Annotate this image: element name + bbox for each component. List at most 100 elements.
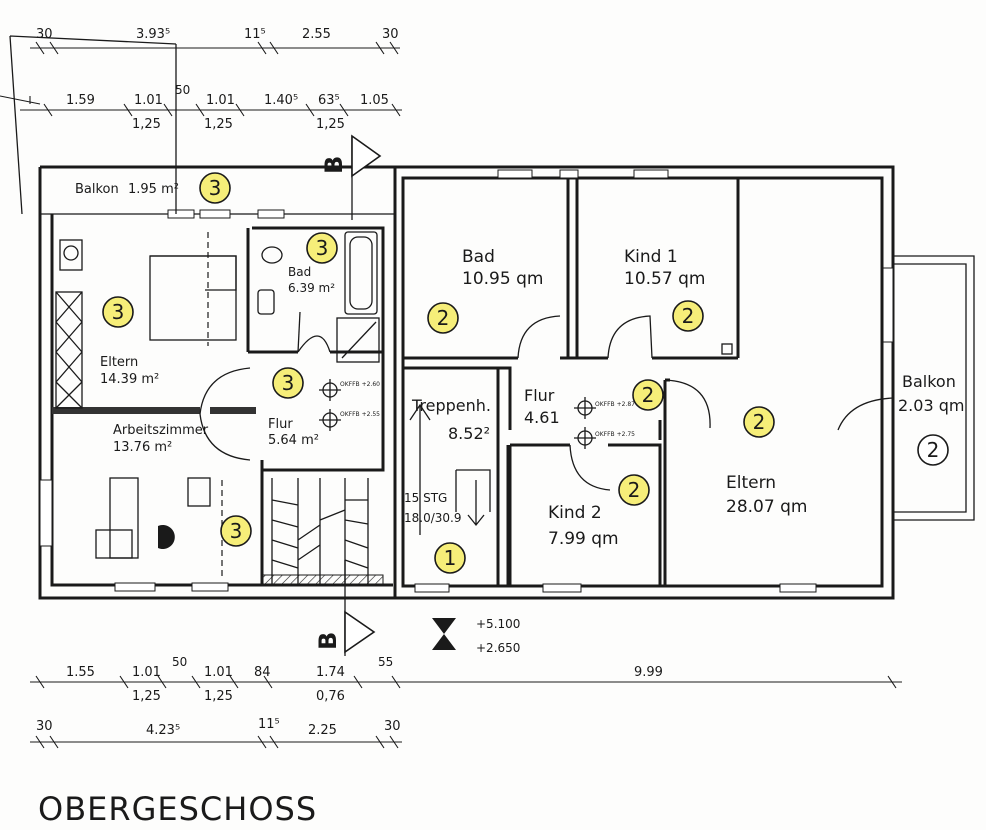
okffb-marker: OKFFB +2.60 — [319, 379, 380, 401]
dim-top2: 1.01 — [134, 93, 163, 108]
interior-walls-right — [403, 178, 894, 586]
dim-top2: 63⁵ — [318, 93, 340, 108]
dim-top2: 1.40⁵ — [264, 93, 298, 108]
room-name-treppenh: Treppenh. — [411, 396, 491, 415]
zone-badges: 3 3 3 3 3 2 2 1 2 2 2 2 — [102, 172, 949, 574]
room-name-bad-left: Bad — [288, 265, 311, 279]
room-area-balkon-right: 2.03 qm — [898, 396, 964, 415]
svg-text:2: 2 — [682, 304, 695, 328]
okffb-label: OKFFB +2.60 — [340, 381, 380, 388]
dim-top1: 2.55 — [302, 27, 331, 42]
section-label: B — [320, 156, 348, 174]
okffb-marker: OKFFB +2.55 — [319, 409, 380, 431]
room-area-treppenh: 8.52² — [448, 424, 490, 443]
dim-bot1: 50 — [172, 655, 187, 669]
level-marker: +5.100 +2.650 — [432, 617, 520, 655]
dim-bot1: 1.01 — [204, 665, 233, 680]
room-name-kind1: Kind 1 — [624, 247, 678, 267]
dim-top1: 11⁵ — [244, 27, 266, 42]
svg-text:3: 3 — [230, 519, 243, 543]
dim-top1: 3.93⁵ — [136, 27, 170, 42]
svg-text:3: 3 — [282, 371, 295, 395]
room-area-flur-right: 4.61 — [524, 408, 560, 427]
dimension-lines: 30 3.93⁵ 11⁵ 2.55 30 1.59 1.01 50 1.01 1… — [0, 27, 902, 749]
okffb-label: OKFFB +2.55 — [340, 411, 380, 418]
dim-bot1-sub: 1,25 — [204, 689, 233, 704]
room-area-kind2: 7.99 qm — [548, 529, 619, 549]
room-area-arbeitszimmer: 13.76 m² — [113, 440, 172, 455]
dim-top2: 1.05 — [360, 93, 389, 108]
level-lower: +2.650 — [476, 641, 520, 655]
dim-top2: 1.59 — [66, 93, 95, 108]
svg-text:3: 3 — [112, 300, 125, 324]
dim-bot1: 1.01 — [132, 665, 161, 680]
page-title: OBERGESCHOSS — [38, 790, 317, 828]
zone-badge: 1 — [434, 542, 466, 574]
room-area-bad-right: 10.95 qm — [462, 269, 543, 289]
dim-bot1: 84 — [254, 665, 271, 680]
room-name-kind2: Kind 2 — [548, 503, 602, 523]
svg-text:2: 2 — [628, 478, 641, 502]
dim-top1: 30 — [382, 27, 399, 42]
zone-badge: 3 — [102, 296, 134, 328]
zone-badge: 2 — [672, 300, 704, 332]
stair-steps-left — [261, 478, 384, 586]
dim-bot1: 1.74 — [316, 665, 345, 680]
section-marker-top: B — [320, 134, 382, 220]
zone-badge: 2 — [618, 474, 650, 506]
dim-bot2: 30 — [36, 719, 53, 734]
dim-bot2: 4.23⁵ — [146, 723, 180, 738]
room-name-flur-right: Flur — [524, 386, 555, 405]
room-name-balkon-right: Balkon — [902, 372, 956, 391]
zone-badge: 3 — [199, 172, 231, 204]
room-area-balkon-left: 1.95 m² — [128, 182, 179, 197]
okffb-marker: OKFFB +2.75 — [574, 427, 635, 449]
svg-text:2: 2 — [927, 438, 940, 462]
room-name-bad-right: Bad — [462, 247, 495, 267]
stairs-ratio: 18.0/30.9 — [404, 511, 461, 525]
room-labels: Balkon 1.95 m² Bad 6.39 m² Eltern 14.39 … — [75, 182, 964, 549]
room-name-eltern-left: Eltern — [100, 355, 138, 370]
room-name-flur-left: Flur — [268, 417, 293, 432]
room-name-balkon-left: Balkon — [75, 182, 119, 197]
level-upper: +5.100 — [476, 617, 520, 631]
dim-bot2: 2.25 — [308, 723, 337, 738]
svg-text:3: 3 — [209, 176, 222, 200]
svg-text:2: 2 — [753, 410, 766, 434]
interior-walls-left — [52, 226, 385, 586]
section-marker-bottom: B — [314, 560, 376, 656]
dim-bot1: 9.99 — [634, 665, 663, 680]
zone-badge: 2 — [427, 302, 459, 334]
dim-bot1-sub: 1,25 — [132, 689, 161, 704]
room-area-eltern-left: 14.39 m² — [100, 372, 159, 387]
exterior-walls — [38, 165, 975, 600]
dim-bot1: 1.55 — [66, 665, 95, 680]
zone-badge: 2 — [917, 434, 949, 466]
room-area-eltern-right: 28.07 qm — [726, 497, 807, 517]
room-area-flur-left: 5.64 m² — [268, 433, 319, 448]
dim-bot1-sub: 0,76 — [316, 689, 345, 704]
svg-text:2: 2 — [437, 306, 450, 330]
zone-badge: 3 — [220, 515, 252, 547]
dim-top2-sub: 1,25 — [204, 117, 233, 132]
section-label: B — [314, 632, 342, 650]
room-name-eltern-right: Eltern — [726, 473, 776, 493]
dim-bot2: 30 — [384, 719, 401, 734]
zone-badge: 2 — [632, 379, 664, 411]
okffb-label: OKFFB +2.75 — [595, 431, 635, 438]
svg-text:3: 3 — [316, 236, 329, 260]
room-name-arbeitszimmer: Arbeitszimmer — [113, 423, 209, 438]
dim-top2: 1.01 — [206, 93, 235, 108]
svg-text:2: 2 — [642, 383, 655, 407]
dim-bot1: 55 — [378, 655, 393, 669]
dim-top2-sub: 1,25 — [132, 117, 161, 132]
okffb-markers: OKFFB +2.60 OKFFB +2.55 OKFFB +2.87 OKFF… — [319, 379, 635, 449]
svg-text:1: 1 — [444, 546, 457, 570]
okffb-label: OKFFB +2.87 — [595, 401, 635, 408]
dim-top2: 50 — [175, 83, 190, 97]
room-area-kind1: 10.57 qm — [624, 269, 705, 289]
dim-top2-sub: 1,25 — [316, 117, 345, 132]
windows — [39, 169, 894, 593]
